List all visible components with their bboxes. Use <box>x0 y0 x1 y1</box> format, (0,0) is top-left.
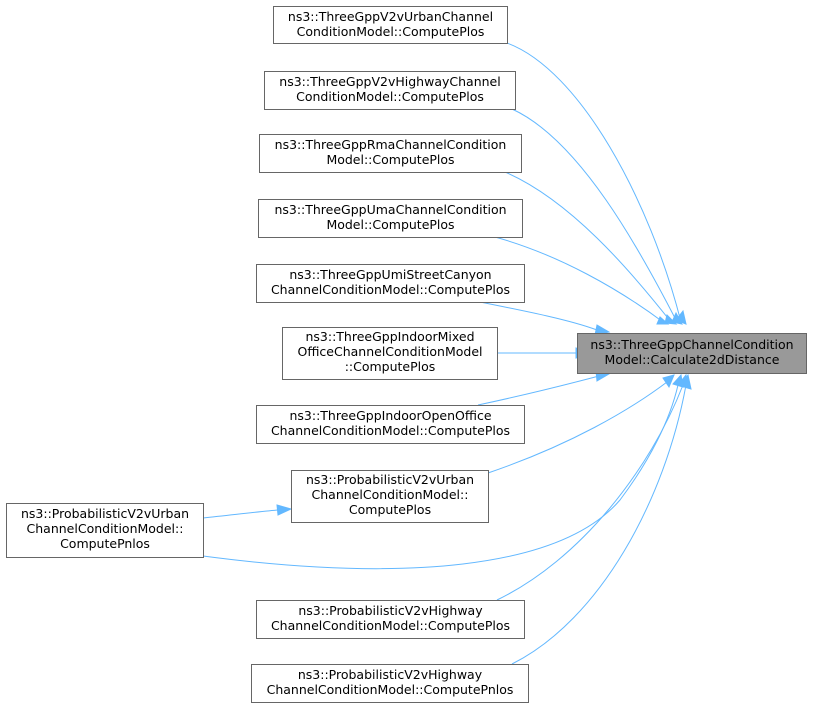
arrowhead <box>680 373 692 390</box>
edge-prob-highway-plos <box>496 384 684 601</box>
caller-node-indoor-mixed[interactable]: ns3::ThreeGppIndoorMixed OfficeChannelCo… <box>282 327 498 380</box>
arrowhead <box>276 504 293 516</box>
caller-node-prob-highway-pnlos[interactable]: ns3::ProbabilisticV2vHighway ChannelCond… <box>251 664 529 703</box>
node-line: ns3::ThreeGppV2vHighwayChannel <box>279 74 500 89</box>
node-line: ConditionModel::ComputePlos <box>296 89 484 104</box>
target-node[interactable]: ns3::ThreeGppChannelCondition Model::Cal… <box>577 333 807 374</box>
node-line: ns3::ThreeGppChannelCondition <box>590 337 793 352</box>
caller-node-prob-highway-plos[interactable]: ns3::ProbabilisticV2vHighway ChannelCond… <box>256 600 525 639</box>
node-line: ns3::ThreeGppV2vUrbanChannel <box>288 9 493 24</box>
node-line: ns3::ThreeGppIndoorMixed <box>305 329 474 344</box>
node-line: ns3::ThreeGppUmaChannelCondition <box>274 202 506 217</box>
edge-prob-urban-plos <box>487 381 668 474</box>
arrowhead <box>662 374 675 389</box>
edge-prob-highway-pnlos <box>511 384 687 665</box>
node-line: ComputePnlos <box>60 536 150 551</box>
edge-umi <box>479 301 598 331</box>
node-line: ns3::ProbabilisticV2vUrban <box>306 472 474 487</box>
caller-node-rma[interactable]: ns3::ThreeGppRmaChannelCondition Model::… <box>259 134 522 173</box>
node-line: ns3::ThreeGppIndoorOpenOffice <box>289 408 491 423</box>
node-line: ns3::ProbabilisticV2vHighway <box>298 667 483 682</box>
caller-node-uma[interactable]: ns3::ThreeGppUmaChannelCondition Model::… <box>258 199 523 238</box>
arrowhead <box>664 314 678 325</box>
caller-node-prob-urban-plos[interactable]: ns3::ProbabilisticV2vUrban ChannelCondit… <box>291 470 489 523</box>
edge-rma <box>504 171 672 323</box>
node-line: ComputePlos <box>349 502 431 517</box>
arrowhead <box>656 316 670 325</box>
node-line: ns3::ThreeGppRmaChannelCondition <box>275 137 507 152</box>
arrowhead <box>671 311 683 325</box>
node-line: ChannelConditionModel:: <box>312 487 469 502</box>
caller-node-prob-urban-pnlos[interactable]: ns3::ProbabilisticV2vUrban ChannelCondit… <box>6 503 204 558</box>
edges <box>202 42 687 665</box>
node-line: ns3::ProbabilisticV2vUrban <box>21 506 189 521</box>
node-line: OfficeChannelConditionModel <box>298 344 483 359</box>
edge-v2v-urban <box>506 42 682 323</box>
caller-node-v2v-highway[interactable]: ns3::ThreeGppV2vHighwayChannel Condition… <box>264 71 516 110</box>
node-line: ::ComputePlos <box>345 359 436 374</box>
node-line: ChannelConditionModel::ComputePlos <box>271 423 510 438</box>
edge-v2v-highway <box>511 108 678 323</box>
node-line: ChannelConditionModel:: <box>27 521 184 536</box>
node-line: ConditionModel::ComputePlos <box>297 24 485 39</box>
edge-uma <box>494 236 664 323</box>
node-line: Model::Calculate2dDistance <box>605 352 780 367</box>
node-line: ns3::ProbabilisticV2vHighway <box>298 603 483 618</box>
node-line: ChannelConditionModel::ComputePlos <box>271 618 510 633</box>
edge-indoor-open <box>477 375 600 406</box>
caller-node-v2v-urban[interactable]: ns3::ThreeGppV2vUrbanChannel ConditionMo… <box>273 6 508 44</box>
node-line: Model::ComputePlos <box>326 217 454 232</box>
node-line: Model::ComputePlos <box>326 152 454 167</box>
node-line: ns3::ThreeGppUmiStreetCanyon <box>289 267 491 282</box>
caller-node-indoor-open[interactable]: ns3::ThreeGppIndoorOpenOffice ChannelCon… <box>256 405 525 444</box>
node-line: ChannelConditionModel::ComputePlos <box>271 282 510 297</box>
caller-node-umi[interactable]: ns3::ThreeGppUmiStreetCanyon ChannelCond… <box>256 264 525 303</box>
edge-prob-urban-pnlos-to-plos <box>202 509 279 519</box>
node-line: ChannelConditionModel::ComputePnlos <box>267 682 514 697</box>
